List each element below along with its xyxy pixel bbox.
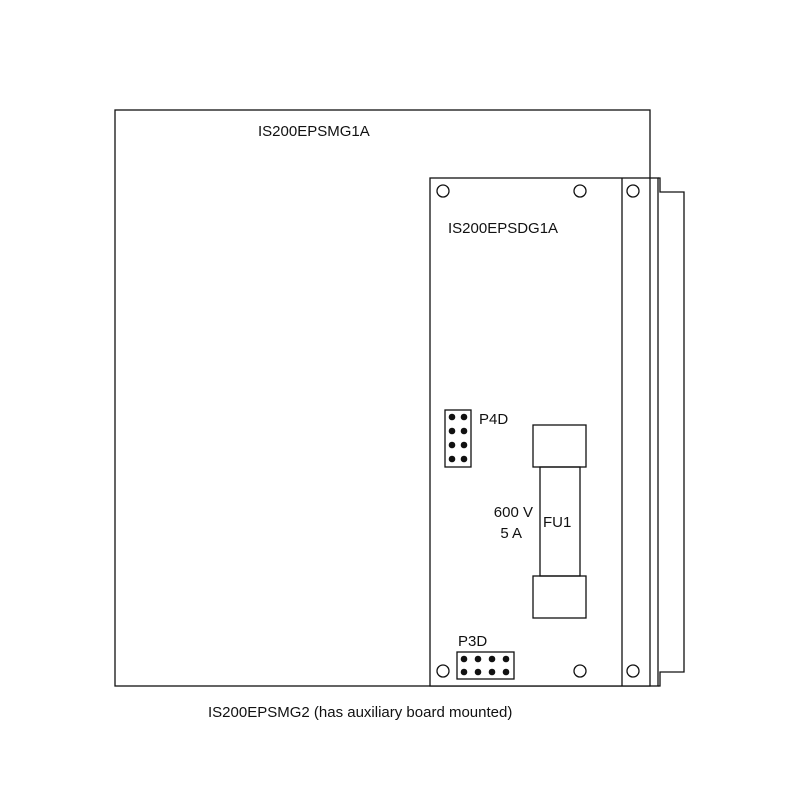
p3d-header (456, 651, 515, 680)
p4d-pin (448, 413, 456, 421)
p4d-pin (460, 455, 468, 463)
main-board-label: IS200EPSMG1A (258, 123, 370, 140)
p3d-pin (488, 655, 496, 663)
p4d-pin (460, 427, 468, 435)
fuse-voltage: 600 V (494, 504, 533, 521)
p4d-pin (460, 413, 468, 421)
p3d-pin (460, 655, 468, 663)
caption: IS200EPSMG2 (has auxiliary board mounted… (208, 704, 512, 721)
p4d-header (444, 409, 472, 468)
p3d-pin (460, 668, 468, 676)
mount-hole (436, 184, 450, 198)
p3d-pin (474, 668, 482, 676)
mount-hole (573, 664, 587, 678)
p4d-pin (448, 455, 456, 463)
p4d-pin (448, 441, 456, 449)
fuse-cap-bottom (532, 575, 587, 619)
p3d-pin (474, 655, 482, 663)
edge-connector (658, 177, 685, 687)
mount-hole (573, 184, 587, 198)
fuse-label: FU1 (543, 514, 571, 531)
mount-hole (436, 664, 450, 678)
p3d-label: P3D (458, 633, 487, 650)
fuse-current: 5 A (500, 525, 522, 542)
p4d-label: P4D (479, 411, 508, 428)
p3d-pin (502, 668, 510, 676)
aux-board-outline (429, 177, 659, 687)
p4d-pin (448, 427, 456, 435)
p3d-pin (488, 668, 496, 676)
p3d-pin (502, 655, 510, 663)
aux-board-label: IS200EPSDG1A (448, 220, 558, 237)
p4d-pin (460, 441, 468, 449)
mount-hole (626, 664, 640, 678)
mount-hole (626, 184, 640, 198)
